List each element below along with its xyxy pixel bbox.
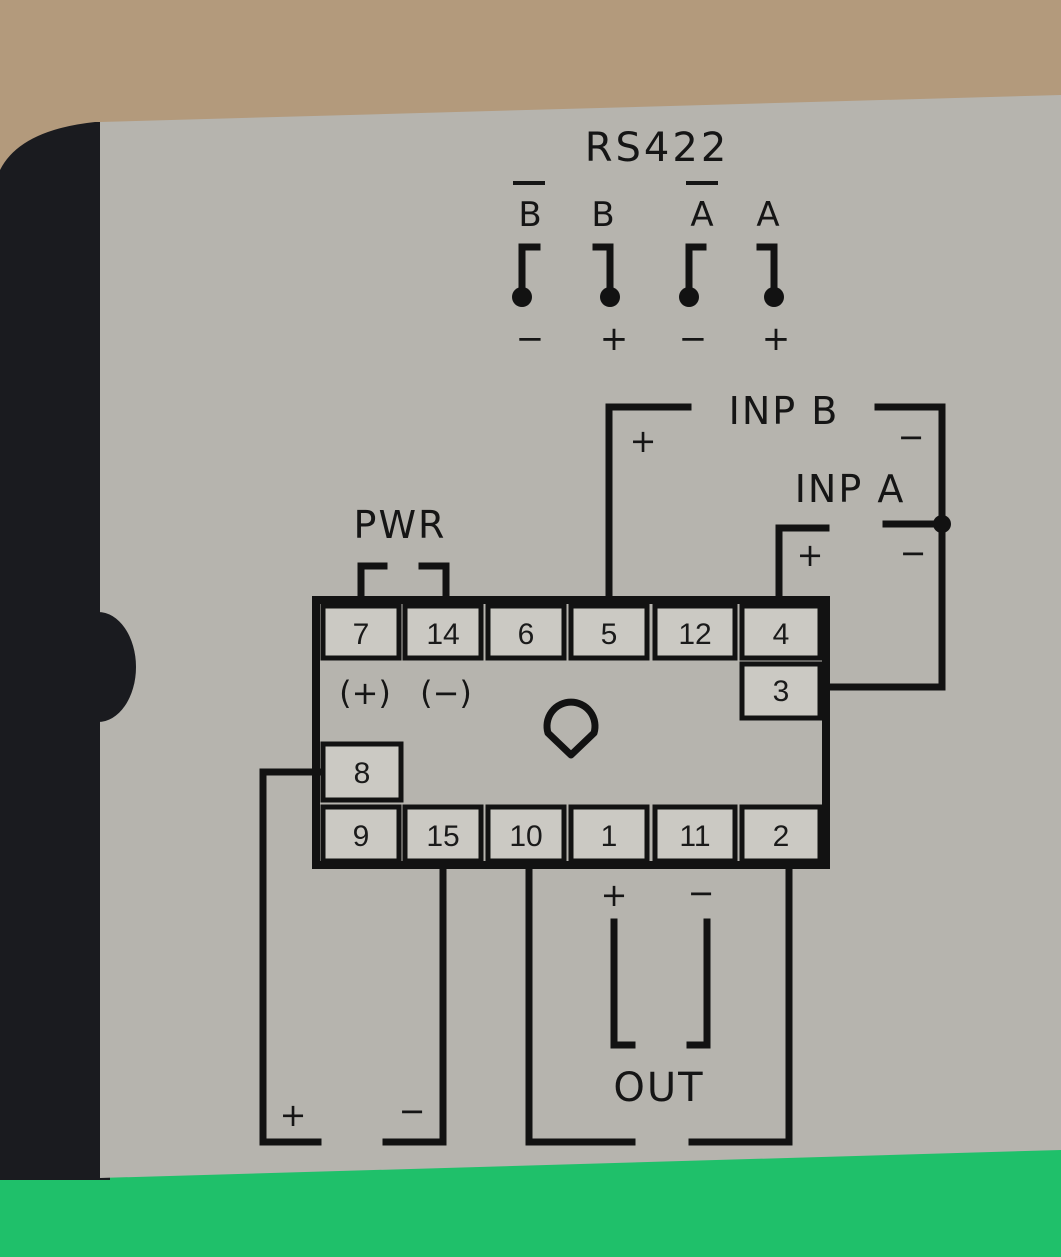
pin-cell [320, 603, 402, 661]
pin-label: 4 [773, 618, 790, 651]
pin-cell [739, 661, 823, 721]
pin-cell [320, 741, 404, 803]
pin-cell [485, 804, 567, 864]
pwr-plus-label: (+) [339, 674, 391, 712]
out-plus: + [601, 876, 628, 914]
pin-cell [739, 603, 823, 661]
pin-label: 6 [518, 618, 535, 651]
terminal-label: A [756, 195, 779, 235]
pin-label: 3 [773, 675, 790, 708]
bottom-pin-row: 9 15 10 1 11 2 [320, 804, 823, 864]
terminal-label: B [518, 195, 541, 235]
pin-label: 11 [679, 820, 710, 853]
supply-minus-wire [382, 861, 447, 1146]
out-minus: − [688, 874, 715, 912]
rs422-title: RS422 [585, 125, 730, 171]
input-b: INP B + − [605, 389, 946, 691]
pin-label: 2 [773, 820, 790, 853]
pin-cell [739, 804, 823, 864]
rs422-terminal-a-bar: A − [679, 181, 718, 359]
pwr-minus-wire [418, 562, 450, 602]
inp-b-plus-wire [605, 403, 692, 601]
rs422-terminal-a: A + [756, 195, 790, 359]
terminal-polarity: − [679, 319, 708, 359]
pwr-minus-label: (−) [420, 674, 472, 712]
pin-label: 7 [353, 618, 370, 651]
pin-label: 9 [353, 820, 370, 853]
pin-cell [568, 603, 650, 661]
terminal-dot [512, 287, 532, 307]
inp-b-minus-wire [825, 403, 946, 691]
inp-a-plus-wire [775, 524, 830, 601]
inp-b-plus: + [630, 422, 657, 460]
pin-label: 12 [678, 618, 711, 651]
inp-a-plus: + [797, 536, 824, 574]
pin-cell [485, 603, 567, 661]
pwr-plus-wire [357, 562, 388, 602]
terminal-block: 7 14 6 5 12 4 3 8 (+) (−) 9 15 [312, 596, 830, 869]
terminal-dot [600, 287, 620, 307]
input-a: INP A + − [775, 467, 951, 601]
pin-label: 1 [601, 820, 618, 853]
output: + − OUT [525, 861, 793, 1146]
pin-cell [568, 804, 650, 864]
terminal-dot [679, 287, 699, 307]
terminal-polarity: − [516, 319, 545, 359]
out-left-wire [525, 861, 636, 1146]
pin-cell [320, 804, 402, 864]
terminal-polarity: + [762, 319, 791, 359]
terminal-dot [764, 287, 784, 307]
terminal-polarity: + [600, 319, 629, 359]
terminal-label: A [690, 195, 713, 235]
out-minus-bracket [686, 918, 711, 1049]
supply-plus: + [280, 1096, 307, 1134]
junction-dot [933, 515, 951, 533]
pin-label: 8 [354, 757, 371, 790]
inp-b-minus: − [898, 418, 925, 456]
out-right-wire [688, 861, 793, 1146]
terminal-lead [685, 243, 707, 301]
pin-label: 10 [509, 820, 542, 853]
inp-a-label: INP A [795, 467, 906, 511]
out-plus-bracket [610, 918, 636, 1049]
mounting-symbol-icon [543, 698, 599, 759]
rs422-terminal-b-bar: B − [512, 181, 545, 359]
supply-plus-wire [259, 768, 326, 1146]
pin-cell [402, 804, 484, 864]
terminal-label: B [591, 195, 614, 235]
power-input: PWR [354, 503, 450, 602]
terminal-lead [756, 243, 778, 301]
pin-cell [402, 603, 484, 661]
inp-a-minus: − [900, 534, 927, 572]
out-label: OUT [613, 1065, 704, 1111]
dark-edge [0, 122, 110, 1180]
pin-cell [652, 603, 738, 661]
panel-notch [98, 612, 136, 722]
pin-cell [652, 804, 738, 864]
rs422-terminal-b: B + [591, 195, 628, 359]
inp-b-label: INP B [729, 389, 840, 433]
pin-label: 15 [426, 820, 459, 853]
rs422-terminals: B − B + A − A + [512, 181, 790, 359]
supply-wires: + − [259, 768, 447, 1146]
pin-label: 14 [426, 618, 459, 651]
pwr-label: PWR [354, 503, 447, 547]
terminal-lead [592, 243, 614, 301]
pin-label: 5 [601, 618, 618, 651]
supply-minus: − [399, 1092, 426, 1130]
top-pin-row: 7 14 6 5 12 4 [320, 603, 823, 661]
terminal-lead [518, 243, 541, 301]
